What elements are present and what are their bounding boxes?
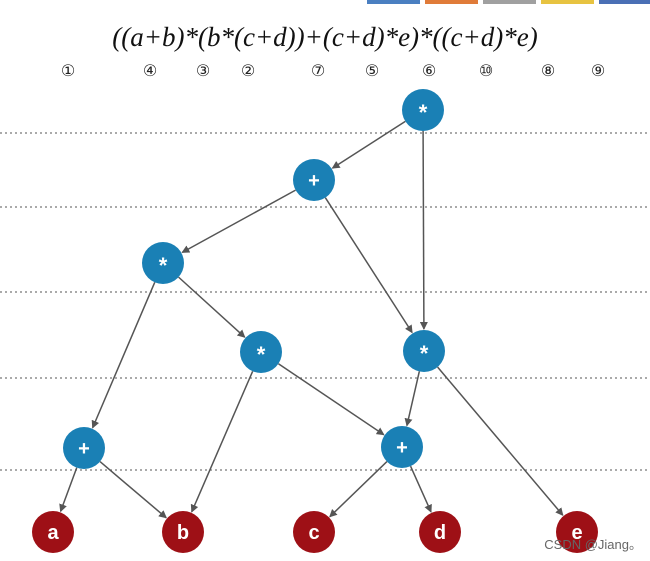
order-mark: ⑧	[540, 61, 556, 80]
node-circle	[162, 511, 204, 553]
node-label: +	[308, 170, 320, 192]
watermark: CSDN @Jiang。	[544, 537, 642, 552]
node-circle	[402, 89, 444, 131]
node-label: +	[396, 437, 408, 459]
order-mark: ②	[240, 61, 256, 80]
node-label: e	[571, 522, 582, 544]
node-circle	[63, 427, 105, 469]
node-circle	[32, 511, 74, 553]
edge-mul-mid-to-plus-cd	[277, 363, 385, 436]
order-mark: ⑩	[478, 61, 494, 80]
node-label: *	[257, 342, 266, 367]
order-mark: ①	[60, 61, 76, 80]
node-leaf-c: c	[293, 511, 335, 553]
node-circle	[142, 242, 184, 284]
node-label: d	[434, 522, 446, 544]
node-leaf-a: a	[32, 511, 74, 553]
edge-mul-root-to-plus-top	[331, 120, 406, 169]
edge-plus-top-to-mul-left	[181, 189, 296, 254]
node-plus-cd: +	[381, 426, 423, 468]
edge-mul-root-to-mul-right	[419, 130, 428, 331]
node-plus-ab: +	[63, 427, 105, 469]
node-circle	[556, 511, 598, 553]
order-mark: ④	[142, 61, 158, 80]
node-label: *	[420, 341, 429, 366]
node-leaf-d: d	[419, 511, 461, 553]
edge-mul-left-to-plus-ab	[91, 282, 156, 429]
edge-mul-right-to-plus-cd	[404, 371, 421, 427]
node-circle	[240, 331, 282, 373]
node-mul-right: *	[403, 330, 445, 372]
expression: ((a+b)*(b*(c+d))+(c+d)*e)*((c+d)*e)	[112, 22, 538, 52]
node-leaf-e: e	[556, 511, 598, 553]
node-label: *	[159, 253, 168, 278]
edge-mul-mid-to-leaf-b	[190, 370, 254, 513]
edge-plus-cd-to-leaf-d	[409, 465, 432, 513]
edge-mul-right-to-leaf-e	[436, 366, 564, 516]
edge-plus-cd-to-leaf-c	[329, 461, 388, 518]
edge-mul-left-to-mul-mid	[178, 276, 246, 338]
node-mul-mid: *	[240, 331, 282, 373]
node-label: *	[419, 100, 428, 125]
node-mul-left: *	[142, 242, 184, 284]
edge-plus-ab-to-leaf-a	[59, 467, 78, 513]
node-mul-root: *	[402, 89, 444, 131]
node-circle	[293, 159, 335, 201]
node-leaf-b: b	[162, 511, 204, 553]
order-mark: ③	[195, 61, 211, 80]
order-mark: ⑥	[421, 61, 437, 80]
edge-plus-ab-to-leaf-b	[99, 461, 167, 519]
edge-plus-top-to-mul-right	[324, 197, 413, 334]
node-circle	[403, 330, 445, 372]
node-circle	[381, 426, 423, 468]
node-circle	[419, 511, 461, 553]
node-label: a	[47, 522, 59, 544]
order-mark: ⑦	[310, 61, 326, 80]
node-label: b	[177, 522, 189, 544]
node-label: c	[308, 522, 319, 544]
order-mark: ⑤	[364, 61, 380, 80]
node-label: +	[78, 438, 90, 460]
node-plus-top: +	[293, 159, 335, 201]
order-mark: ⑨	[590, 61, 606, 80]
node-circle	[293, 511, 335, 553]
